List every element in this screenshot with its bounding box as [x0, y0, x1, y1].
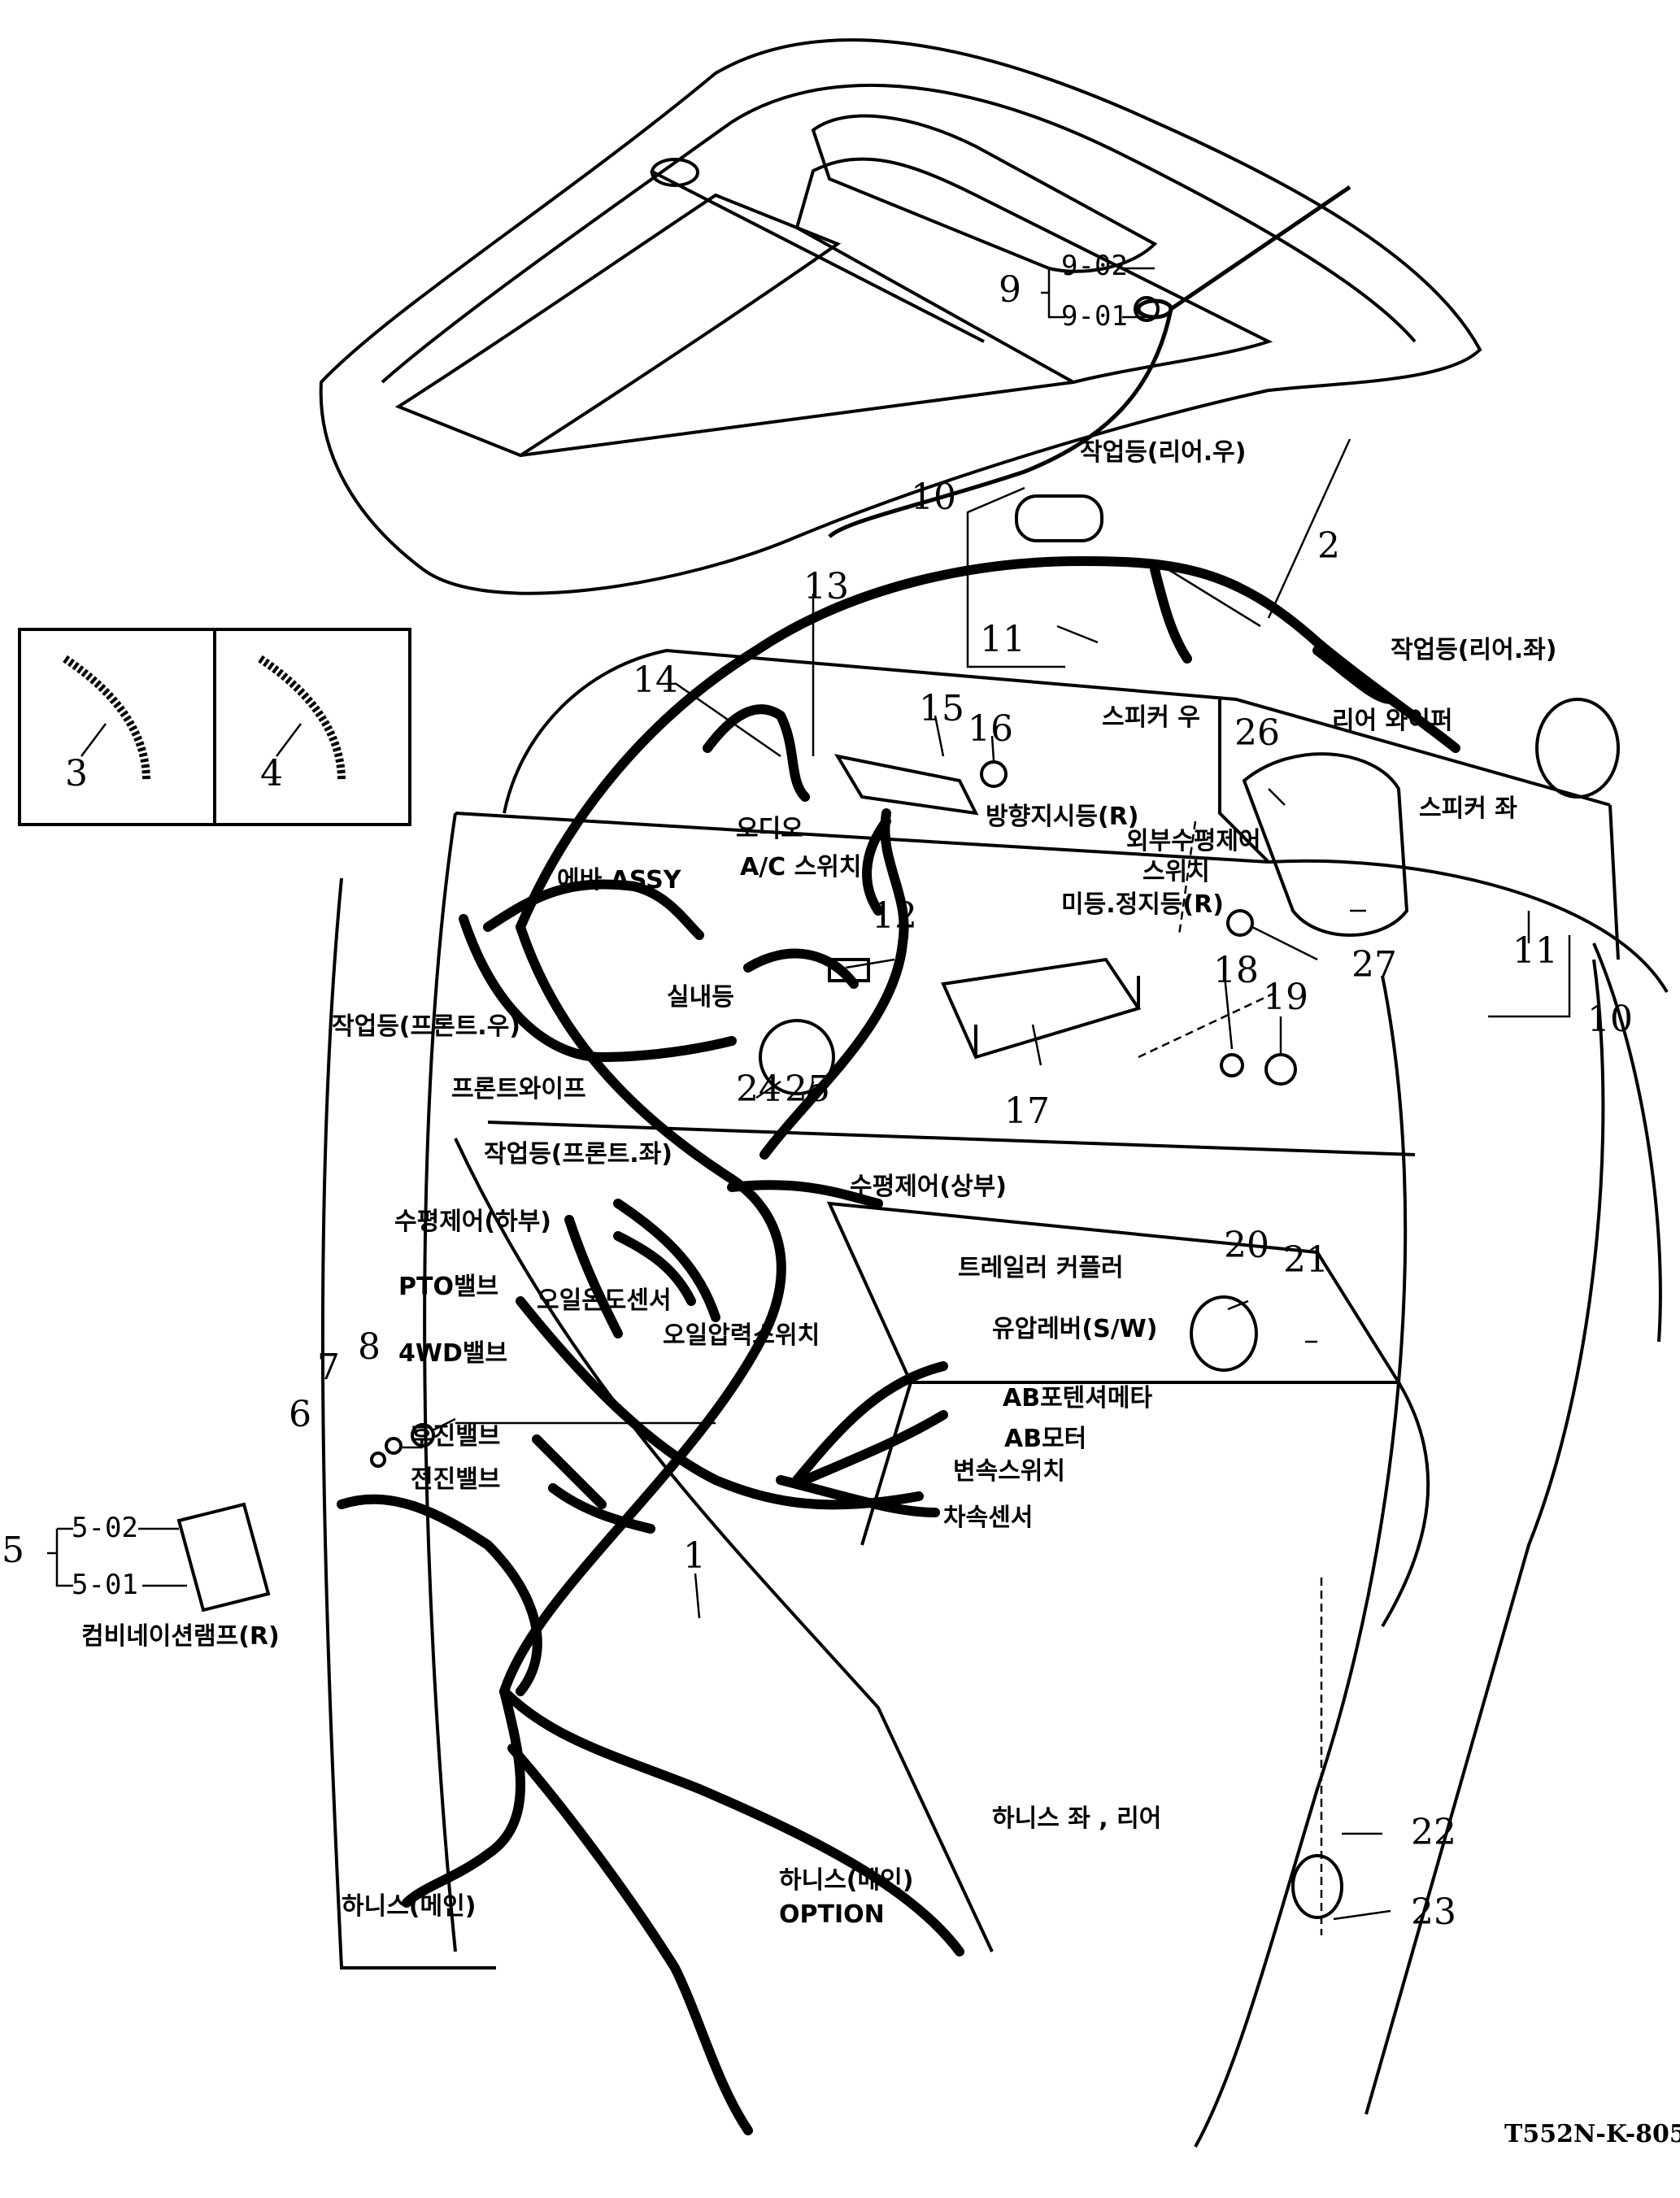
label-evap-assy: 에바 ASSY [557, 866, 681, 894]
audio-unit-part-17 [941, 957, 1142, 1060]
label-shift-switch: 변속스위치 [953, 1457, 1065, 1486]
label-oil-pressure-switch: 오일압력스위치 [663, 1321, 820, 1350]
cab-frame [320, 648, 1669, 2148]
label-audio: 오디오 [736, 815, 803, 843]
part-number-9: 9 [999, 269, 1021, 311]
part-number-14: 14 [633, 659, 678, 701]
label-ab-potentiometer: AB포텐셔메타 [1003, 1384, 1153, 1412]
combination-lamp-part-5 [176, 1502, 271, 1613]
part-number-11-top: 11 [980, 619, 1025, 660]
cab-roof [319, 38, 1482, 595]
assembly-axis [1138, 820, 1323, 1935]
grommet-part-27 [1226, 909, 1254, 937]
label-room-light: 실내등 [667, 983, 734, 1012]
label-switch: 스위치 [1142, 858, 1210, 886]
part-number-11-right: 11 [1512, 930, 1558, 972]
part-number-13: 13 [803, 566, 849, 607]
horn-part-20 [1190, 1295, 1258, 1372]
part-number-24: 24 [736, 1069, 781, 1110]
label-forward-valve: 전진밸브 [411, 1465, 501, 1494]
part-number-17: 17 [1004, 1090, 1050, 1132]
bolt-part-16 [980, 760, 1008, 788]
label-ab-motor: AB모터 [1004, 1425, 1087, 1453]
wiring-harness [337, 556, 1460, 2135]
part-number-10-speaker: 10 [1587, 999, 1633, 1040]
label-external-leveling: 외부수평제어 [1126, 827, 1261, 855]
label-speaker-r: 스피커 우 [1102, 703, 1200, 732]
label-turn-signal-r: 방향지시등(R) [986, 803, 1139, 831]
part-number-19: 19 [1263, 977, 1308, 1018]
part-number-8: 8 [358, 1326, 381, 1368]
part-number-12: 12 [872, 895, 917, 937]
label-trailer-coupler: 트레일러 커플러 [958, 1254, 1124, 1282]
part-number-1: 1 [683, 1535, 706, 1577]
part-number-6: 6 [289, 1394, 311, 1435]
plate-part-12 [828, 958, 870, 982]
antenna [828, 185, 1351, 538]
label-speed-sensor: 차속센서 [943, 1504, 1034, 1532]
front-wiper-motor-part-24 [759, 1019, 835, 1095]
part-number-22: 22 [1411, 1812, 1456, 1853]
nut-part-8 [411, 1423, 435, 1447]
part-number-10-room-light: 10 [911, 477, 956, 518]
rear-wiper-motor-part-26 [1242, 752, 1409, 937]
label-harness-main-option: 하니스(메인) [779, 1866, 914, 1895]
switch-panel-part-13 [833, 754, 979, 816]
washer-part-6 [370, 1452, 386, 1468]
label-leveling-lower: 수평제어(하부) [394, 1208, 552, 1236]
part-number-27: 27 [1351, 944, 1397, 986]
part-number-2: 2 [1317, 525, 1340, 567]
brackets [47, 267, 1155, 1587]
room-light-part-10 [1015, 494, 1103, 542]
part-number-15: 15 [919, 688, 964, 729]
label-front-wiper: 프론트와이프 [451, 1075, 586, 1103]
label-harness-left-rear: 하니스 좌 , 리어 [992, 1804, 1162, 1833]
sub-number-5-02: 5-02 [72, 1512, 138, 1544]
label-combination-lamp-r: 컴비네이션램프(R) [81, 1622, 280, 1651]
drawing-code: T552N-K-805 [1504, 2120, 1680, 2148]
label-harness-main: 하니스(메인) [342, 1892, 477, 1921]
label-ac-switch: A/C 스위치 [740, 853, 862, 881]
part-number-4: 4 [260, 753, 283, 794]
bolt-part-19 [1264, 1053, 1297, 1086]
part-number-7: 7 [317, 1347, 340, 1388]
label-work-light-front-l: 작업등(프론트.좌) [484, 1140, 673, 1169]
label-work-light-front-r: 작업등(프론트.우) [332, 1012, 521, 1041]
label-4wd-valve: 4WD밸브 [398, 1339, 508, 1368]
label-work-light-rear-r: 작업등(리어.우) [1080, 438, 1247, 467]
part-number-25: 25 [785, 1069, 830, 1110]
label-reverse-valve: 후진밸브 [411, 1422, 501, 1451]
part-number-21: 21 [1283, 1239, 1329, 1281]
label-work-light-rear-l: 작업등(리어.좌) [1391, 636, 1557, 664]
part-number-18: 18 [1213, 950, 1259, 991]
label-rear-wiper: 리어 와이퍼 [1332, 707, 1453, 735]
part-number-16: 16 [968, 708, 1013, 750]
label-pto-valve: PTO밸브 [398, 1273, 499, 1301]
inset-boxes [18, 628, 411, 826]
components [176, 296, 1620, 1919]
part-number-26: 26 [1234, 712, 1280, 754]
sub-number-9-02: 9-02 [1061, 250, 1128, 282]
part-number-23: 23 [1411, 1891, 1456, 1933]
label-leveling-upper: 수평제어(상부) [850, 1173, 1008, 1201]
label-speaker-l: 스피커 좌 [1419, 794, 1517, 823]
speaker-part-10 [1535, 698, 1620, 799]
label-tail-stop-light-r: 미등.정지등(R) [1061, 890, 1224, 919]
part-number-20: 20 [1224, 1225, 1269, 1266]
label-oil-temp-sensor: 오일온도센서 [537, 1286, 672, 1315]
label-option: OPTION [779, 1900, 885, 1929]
buzzer-part-22 [1291, 1854, 1343, 1919]
leader-lines [81, 438, 1571, 1921]
sub-number-5-01: 5-01 [72, 1569, 138, 1601]
part-number-3: 3 [65, 753, 88, 794]
washer-part-18 [1220, 1053, 1244, 1077]
part-number-5: 5 [2, 1530, 24, 1571]
sub-number-9-01: 9-01 [1061, 300, 1128, 333]
washer-part-7 [385, 1437, 403, 1455]
label-hyd-lever-sw: 유압레버(S/W) [992, 1315, 1158, 1343]
